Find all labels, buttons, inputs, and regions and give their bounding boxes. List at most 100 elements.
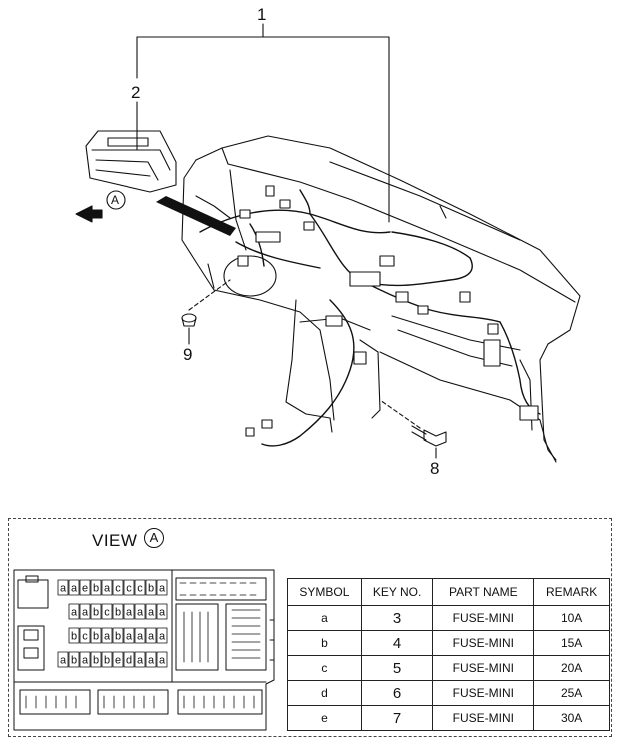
fuse-slot — [156, 627, 168, 644]
key-cell: 5 — [360, 655, 434, 681]
view-marker-badge: A — [144, 528, 164, 548]
fuse-symbol: a — [159, 655, 166, 667]
col-symbol: SYMBOL — [287, 578, 362, 606]
fuse-slot — [156, 579, 168, 596]
symbol-cell: c — [287, 655, 362, 681]
fuse-slot — [68, 627, 80, 644]
fuse-slot — [145, 603, 157, 620]
fuse-symbol: c — [126, 583, 132, 595]
table-header-row: SYMBOL KEY NO. PART NAME REMARK — [287, 578, 610, 606]
fuse-symbol: a — [104, 631, 111, 643]
fuse-symbol: b — [148, 583, 154, 595]
harness-connectors — [237, 185, 539, 437]
fuse-symbol: a — [126, 607, 133, 619]
fuse-symbol: b — [93, 655, 99, 667]
part-cell: FUSE-MINI — [432, 655, 535, 681]
fuse-slot — [145, 651, 157, 668]
callout-8: 8 — [430, 459, 440, 478]
key-cell: 7 — [360, 705, 434, 731]
key-cell: 4 — [360, 630, 434, 656]
fuse-symbol: b — [115, 607, 121, 619]
table-row: b 4 FUSE-MINI 15A — [287, 630, 610, 656]
remark-cell: 15A — [533, 630, 610, 656]
fuse-slot — [112, 579, 124, 596]
fuse-slot — [112, 651, 124, 668]
bolt-part — [411, 425, 447, 447]
col-remark: REMARK — [533, 578, 610, 606]
fuse-symbol: a — [148, 655, 155, 667]
fuse-slot — [101, 651, 113, 668]
table-row: c 5 FUSE-MINI 20A — [287, 655, 610, 681]
remark-cell: 30A — [533, 705, 610, 731]
fuse-slot — [123, 651, 135, 668]
table-row: a 3 FUSE-MINI 10A — [287, 605, 610, 631]
fuse-slot — [79, 651, 91, 668]
callout-2: 2 — [131, 83, 141, 102]
fuse-symbol: d — [126, 655, 132, 667]
fuse-slot — [134, 579, 146, 596]
callout-9: 9 — [183, 345, 193, 364]
fuse-slot — [101, 603, 113, 620]
fuse-slot — [79, 627, 91, 644]
remark-cell: 20A — [533, 655, 610, 681]
fuse-symbol: a — [126, 631, 133, 643]
fuse-slot — [123, 627, 135, 644]
fuse-slot — [57, 579, 69, 596]
fuse-slot — [79, 603, 91, 620]
fuse-box-pins — [25, 582, 261, 709]
fuse-symbol: a — [159, 583, 166, 595]
leader-8-dash — [379, 399, 421, 429]
remark-cell: 10A — [533, 605, 610, 631]
fuse-slot — [112, 603, 124, 620]
fuse-symbol: a — [159, 607, 166, 619]
fuse-slot — [112, 627, 124, 644]
harness-band — [156, 196, 236, 236]
table-row: d 6 FUSE-MINI 25A — [287, 680, 610, 706]
fuse-symbol: a — [148, 607, 155, 619]
part-cell: FUSE-MINI — [432, 680, 535, 706]
fuse-symbol: a — [137, 655, 144, 667]
leader-9-dash — [188, 279, 231, 311]
fuse-symbol: c — [137, 583, 143, 595]
view-a-panel — [8, 518, 612, 737]
fuse-slot — [90, 627, 102, 644]
clip-part — [181, 313, 197, 327]
fuse-slot — [90, 651, 102, 668]
fuse-symbol: c — [104, 607, 110, 619]
fuse-symbol: c — [82, 631, 88, 643]
cluster-assembly — [85, 130, 177, 193]
fuse-slot — [145, 627, 157, 644]
symbol-cell: a — [287, 605, 362, 631]
fuse-slot — [90, 579, 102, 596]
fuse-slot — [101, 579, 113, 596]
key-cell: 3 — [360, 605, 434, 631]
fuse-slot — [90, 603, 102, 620]
fuse-slot — [68, 603, 80, 620]
fuse-symbol: a — [104, 583, 111, 595]
fuse-slot — [68, 579, 80, 596]
col-part-name: PART NAME — [432, 578, 535, 606]
fuse-box — [13, 569, 275, 731]
view-marker-label: A — [111, 193, 120, 207]
fuse-symbol: c — [115, 583, 121, 595]
fuse-symbol: a — [148, 631, 155, 643]
fuse-symbol: b — [71, 631, 77, 643]
fuse-symbol: a — [82, 607, 89, 619]
fuse-slot — [123, 579, 135, 596]
fuse-slot — [156, 603, 168, 620]
fuse-symbol: a — [137, 607, 144, 619]
symbol-cell: b — [287, 630, 362, 656]
wiring-harness — [199, 189, 541, 447]
part-cell: FUSE-MINI — [432, 705, 535, 731]
fuse-slot — [79, 579, 91, 596]
view-arrow — [75, 205, 103, 223]
fuse-slot — [134, 651, 146, 668]
fuse-symbol: b — [93, 583, 99, 595]
view-title: VIEW — [92, 531, 138, 550]
fuse-symbol: b — [93, 631, 99, 643]
fuse-slot — [145, 579, 157, 596]
leader-1-bracket — [136, 36, 390, 223]
fuse-symbol: b — [93, 607, 99, 619]
